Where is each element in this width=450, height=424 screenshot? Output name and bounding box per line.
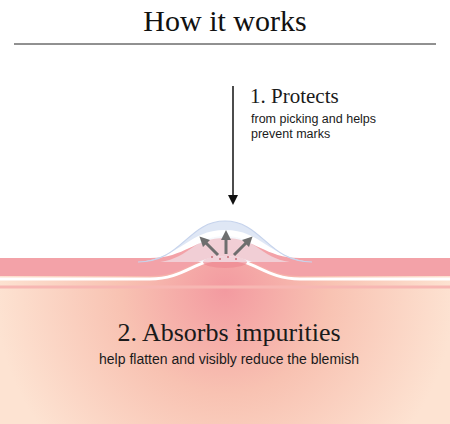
step-heading: 1. Protects [250, 84, 339, 108]
diagram-title: How it works [0, 3, 450, 39]
title-rule [14, 44, 436, 45]
step-note: help flatten and visibly reduce the blem… [4, 351, 450, 368]
patch-inner [160, 236, 290, 262]
absorb-arrows [203, 235, 249, 255]
impurity-dots [211, 256, 237, 260]
patch [138, 221, 312, 262]
patch-edge [138, 221, 312, 262]
step-heading: 2. Absorbs impurities [4, 318, 450, 348]
skin-layer-line [0, 286, 450, 289]
step-note: from picking and helps prevent marks [251, 112, 401, 142]
press-arrow [232, 86, 234, 200]
